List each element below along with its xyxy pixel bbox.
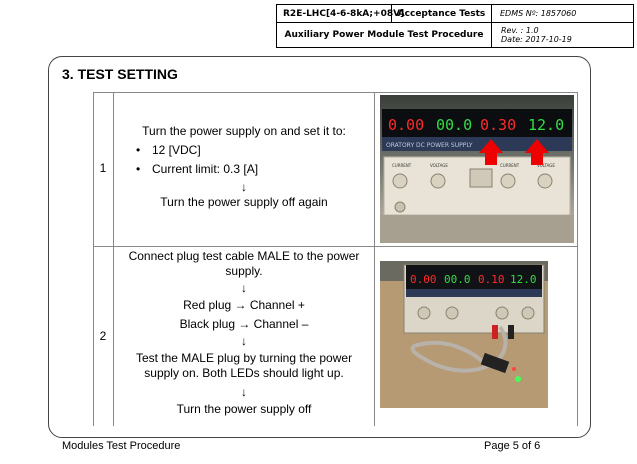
header-title: Auxiliary Power Module Test Procedure: [277, 23, 492, 47]
knob-label: VOLTAGE: [430, 163, 448, 168]
step-line: Turn the power supply off: [176, 402, 312, 416]
step-line: Turn the power supply on and set it to:: [142, 124, 346, 138]
knob-label: VOLTAGE: [537, 163, 555, 168]
arrow-down: ↓: [241, 385, 247, 399]
header-date: Date: 2017-10-19: [501, 35, 572, 44]
table-divider: [374, 92, 375, 426]
content-frame: [48, 56, 591, 438]
step-line: Red plug → Channel +: [183, 298, 305, 312]
step-line: Test the MALE plug by turning the power: [135, 351, 353, 365]
header-code: R2E-LHC[4-6-8kA;+08V]: [277, 5, 404, 23]
list-item-text: 12 [VDC]: [152, 143, 201, 157]
display-value: 00.0: [444, 273, 471, 286]
footer-left: Modules Test Procedure: [62, 440, 181, 452]
display-value: 0.10: [478, 273, 505, 286]
display-value: 0.00: [388, 116, 424, 134]
row-number: 1: [99, 161, 107, 175]
test-table: [93, 92, 578, 426]
table-row-divider: [93, 246, 578, 247]
document-header: R2E-LHC[4-6-8kA;+08V] Acceptance Tests E…: [276, 4, 634, 48]
display-value: 00.0: [436, 116, 472, 134]
header-row: R2E-LHC[4-6-8kA;+08V] Acceptance Tests E…: [277, 5, 633, 23]
knob-label: CURRENT: [500, 163, 520, 168]
panel-label: ORATORY DC POWER SUPPLY: [386, 142, 473, 149]
arrow-down: ↓: [241, 334, 247, 348]
list-item: •Current limit: 0.3 [A]: [136, 162, 259, 176]
power-supply-photo: ORATORY DC POWER SUPPLY CURRENT VOLTAGE …: [380, 95, 574, 243]
header-doc-type: Acceptance Tests: [392, 5, 492, 23]
display-value: 12.0: [528, 116, 564, 134]
display-value: 0.00: [410, 273, 437, 286]
section-title: 3. TEST SETTING: [62, 66, 178, 82]
step-line: supply on. Both LEDs should light up.: [144, 366, 344, 380]
arrow-up-icon: [479, 139, 503, 165]
page-number: Page 5 of 6: [484, 440, 541, 452]
list-item: •12 [VDC]: [136, 143, 201, 157]
step-line: Connect plug test cable MALE to the powe…: [128, 249, 360, 263]
step-line: Black plug → Channel –: [179, 317, 309, 331]
step-description: Turn the power supply on and set it to: …: [114, 124, 374, 210]
step-line: Turn the power supply off again: [160, 195, 328, 209]
row-number: 2: [99, 329, 107, 343]
header-rev-date: Rev. : 1.0 Date: 2017-10-19: [501, 26, 572, 44]
display-value: 12.0: [510, 273, 537, 286]
step-description: Connect plug test cable MALE to the powe…: [114, 249, 374, 417]
arrow-down: ↓: [241, 180, 247, 194]
step-line: supply.: [225, 264, 263, 278]
power-supply-image: ORATORY DC POWER SUPPLY CURRENT VOLTAGE …: [380, 95, 574, 243]
test-cable-photo: 0.00 00.0 0.10 12.0: [380, 261, 548, 408]
table-divider: [113, 92, 114, 426]
header-edms: EDMS Nº: 1857060: [500, 9, 577, 18]
arrow-down: ↓: [241, 281, 247, 295]
header-rev: Rev. : 1.0: [501, 26, 539, 35]
display-value: 0.30: [480, 116, 516, 134]
list-item-text: Current limit: 0.3 [A]: [152, 162, 259, 176]
test-cable-image: 0.00 00.0 0.10 12.0: [380, 261, 548, 408]
knob-label: CURRENT: [392, 163, 412, 168]
arrow-up-icon: [525, 139, 549, 165]
